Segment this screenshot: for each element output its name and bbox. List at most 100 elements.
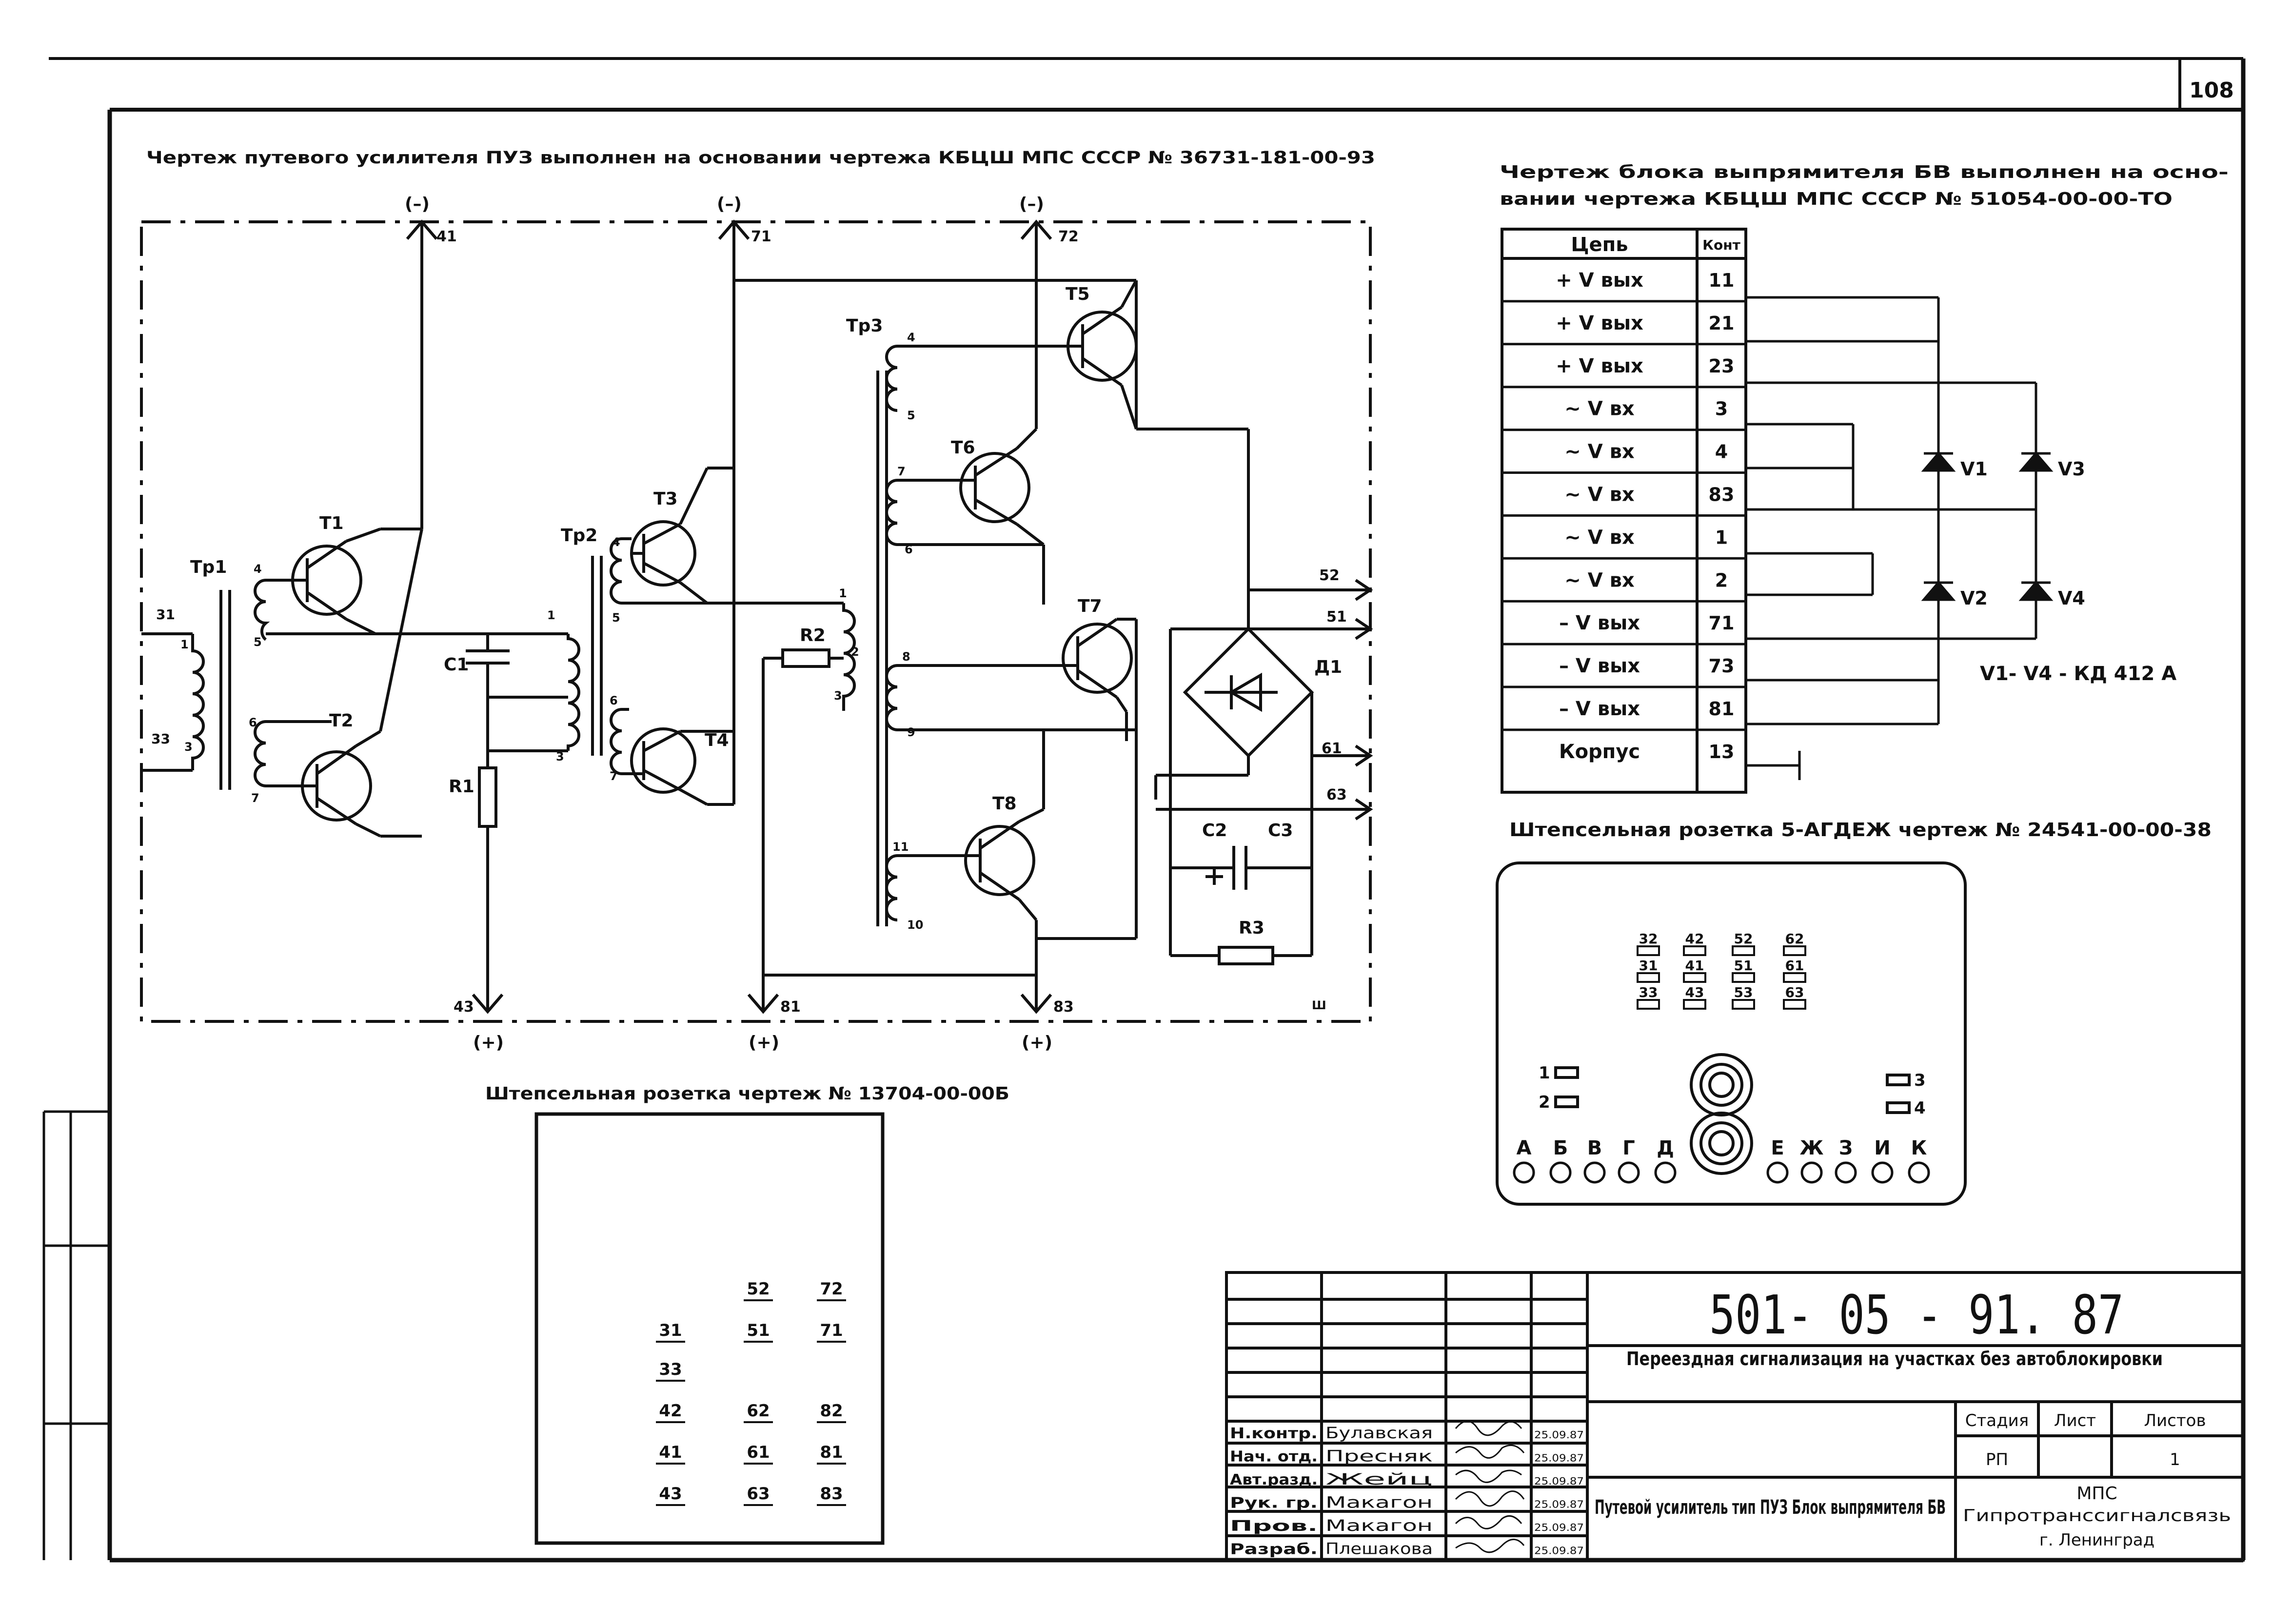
table-cell-circuit: + V вых <box>1556 312 1643 334</box>
table-header-contact: Конт <box>1702 237 1740 253</box>
table-cell-circuit: + V вых <box>1556 355 1643 377</box>
socket5-side-1: 1 <box>1539 1063 1550 1083</box>
pin-label: 3 <box>834 689 842 703</box>
socket5-pin <box>1800 1161 1823 1184</box>
table-cell-circuit: – V вых <box>1559 698 1640 720</box>
socket5-side-4: 4 <box>1914 1098 1926 1118</box>
socket5-side-2: 2 <box>1539 1093 1550 1112</box>
socket5-contact-label: 62 <box>1785 931 1804 947</box>
transistor-t2-label: Т2 <box>329 711 354 731</box>
table-cell-circuit: Корпус <box>1559 741 1640 763</box>
table-cell-contact: 81 <box>1709 698 1735 720</box>
sheets-label: Листов <box>2144 1411 2206 1430</box>
polarity-minus-3: (–) <box>1019 194 1044 214</box>
socket5-contact <box>1637 999 1660 1010</box>
transistor-t5-label: Т5 <box>1066 284 1090 304</box>
table-cell-circuit: + V вых <box>1556 269 1643 292</box>
transformer-tr1-label: Тр1 <box>190 557 227 577</box>
socket2-contact-label: 33 <box>659 1360 682 1379</box>
table-cell-contact: 3 <box>1715 398 1728 420</box>
table-cell-contact: 71 <box>1709 612 1735 634</box>
pin-label: 5 <box>254 635 262 649</box>
socket5-contact-label: 53 <box>1734 984 1753 1000</box>
pin-label: 7 <box>610 769 618 783</box>
socket5-contact-label: 42 <box>1685 931 1704 947</box>
block-caption-line1: Чертеж блока выпрямителя БВ выполнен на … <box>1500 162 2229 182</box>
socket5-side-labels: 1 2 3 4 <box>1539 1063 1926 1118</box>
table-cell-contact: 73 <box>1709 655 1735 677</box>
socket2-contact-label: 41 <box>659 1443 682 1462</box>
socket5-caption: Штепсельная розетка 5-АГДЕЖ чертеж № 245… <box>1509 819 2212 841</box>
resistor-r2-label: R2 <box>800 626 826 646</box>
socket2-contact-label: 31 <box>659 1321 682 1340</box>
terminal-83: 83 <box>1053 998 1074 1016</box>
pin-label: 3 <box>184 740 193 754</box>
polarity-minus-2: (–) <box>717 194 742 214</box>
polarity-plus-2: (+) <box>749 1033 779 1053</box>
pin-label: 5 <box>907 409 915 422</box>
socket2-outline <box>534 1112 885 1545</box>
pin-label: 4 <box>254 562 262 576</box>
socket5-contact <box>1637 972 1660 983</box>
signer-role: Н.контр. <box>1230 1425 1318 1442</box>
signer-date: 25.09.87 <box>1534 1452 1584 1464</box>
socket2-caption: Штепсельная розетка чертеж № 13704-00-00… <box>485 1084 1009 1104</box>
diode-v1-label: V1 <box>1960 458 1988 480</box>
socket5-contact <box>1783 999 1806 1010</box>
socket5-letter: Г <box>1622 1137 1635 1159</box>
table-cell-contact: 83 <box>1709 484 1735 506</box>
pin-label: 1 <box>839 587 847 600</box>
socket2-contact-label: 61 <box>747 1443 770 1462</box>
resistor-r3-label: R3 <box>1239 918 1265 938</box>
socket5-pin <box>1549 1161 1572 1184</box>
socket5-contact-label: 43 <box>1685 984 1704 1000</box>
sheet-frame <box>42 57 2246 1563</box>
socket5-letter: З <box>1839 1137 1853 1159</box>
socket5-letter: А <box>1517 1137 1532 1159</box>
socket2-contact-label: 43 <box>659 1484 682 1504</box>
socket5-contact <box>1732 945 1755 956</box>
terminal-63: 63 <box>1326 786 1347 803</box>
polarity-plus-1: (+) <box>473 1033 504 1053</box>
pin-label: 6 <box>610 694 618 707</box>
diode-labels: V1 V3 V2 V4 V1- V4 - КД 412 А <box>1960 458 2176 685</box>
socket2-contact-label: 72 <box>820 1279 843 1299</box>
diodes <box>1921 451 2054 614</box>
puz-schematic <box>140 219 1373 1023</box>
terminal-81: 81 <box>780 998 801 1016</box>
table-cell-contact: 21 <box>1709 313 1735 334</box>
table-cell-contact: 11 <box>1709 270 1735 291</box>
table-cell-circuit: ~ V вх <box>1564 441 1635 463</box>
puz-caption: Чертеж путевого усилителя ПУЗ выполнен н… <box>146 148 1375 168</box>
socket2-contact-label: 52 <box>747 1279 770 1299</box>
signer-name: Макагон <box>1325 1516 1433 1535</box>
terminal-71: 71 <box>751 228 771 245</box>
socket5-contact <box>1783 972 1806 983</box>
socket5-letter: Ж <box>1800 1137 1824 1159</box>
capacitor-c3-label: С3 <box>1268 821 1293 841</box>
terminal-51: 51 <box>1326 608 1347 626</box>
table-cell-circuit: ~ V вх <box>1564 526 1635 548</box>
socket5-pin <box>1835 1161 1857 1184</box>
signer-role: Рук. гр. <box>1230 1495 1318 1512</box>
pin-label: 4 <box>907 331 915 344</box>
socket2-contact-label: 42 <box>659 1401 682 1421</box>
table-cell-circuit: ~ V вх <box>1564 398 1635 420</box>
table-cell-circuit: ~ V вх <box>1564 569 1635 591</box>
enclosure-mark: Ш <box>1312 998 1326 1012</box>
signer-role: Нач. отд. <box>1230 1448 1318 1466</box>
terminal-72: 72 <box>1058 228 1079 245</box>
pin-label: 5 <box>612 611 620 625</box>
signer-name: Плешакова <box>1325 1540 1433 1558</box>
signer-date: 25.09.87 <box>1534 1522 1584 1533</box>
terminal-52: 52 <box>1319 567 1340 584</box>
sheet-title-line: Путевой усилитель тип ПУЗ Блок выпрямите… <box>1595 1496 1946 1519</box>
socket5-contact-label: 41 <box>1685 958 1704 974</box>
table-cell-circuit: – V вых <box>1559 655 1640 677</box>
socket2-contact-label: 51 <box>747 1321 770 1340</box>
diode-v3-label: V3 <box>2058 458 2085 480</box>
socket2-contact-label: 82 <box>820 1401 843 1421</box>
capacitor-c1-label: С1 <box>444 655 469 675</box>
table-cell-contact: 4 <box>1715 441 1728 463</box>
